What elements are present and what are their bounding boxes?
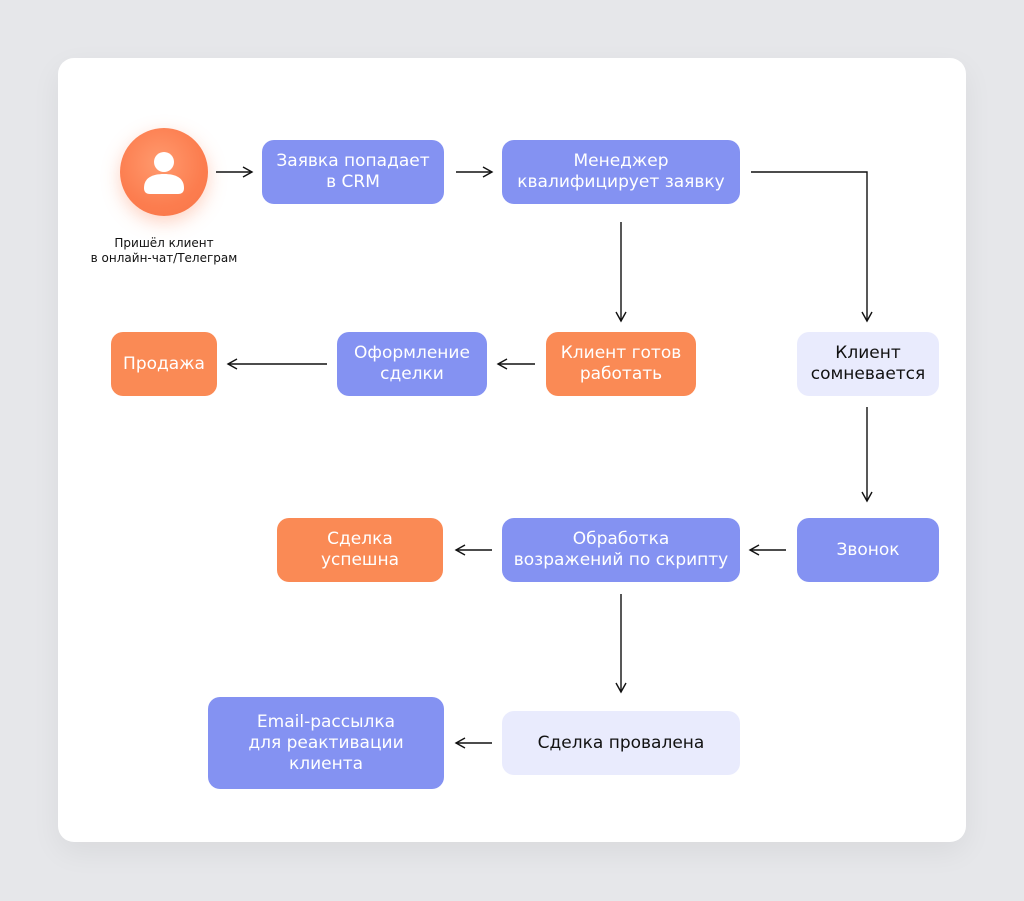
node-zayavka-crm: Заявка попадает в CRM bbox=[262, 140, 444, 204]
node-deal-failed: Сделка провалена bbox=[502, 711, 740, 775]
user-icon bbox=[144, 152, 184, 194]
client-avatar bbox=[120, 128, 208, 216]
node-deal-success: Сделка успешна bbox=[277, 518, 443, 582]
client-caption: Пришёл клиент в онлайн-чат/Телеграм bbox=[90, 236, 238, 265]
node-email-reactivation: Email-рассылка для реактивации клиента bbox=[208, 697, 444, 789]
node-zvonok: Звонок bbox=[797, 518, 939, 582]
node-client-ready: Клиент готов работать bbox=[546, 332, 696, 396]
node-oformlenie: Оформление сделки bbox=[337, 332, 487, 396]
node-obrabotka: Обработка возражений по скрипту bbox=[502, 518, 740, 582]
node-client-doubts: Клиент сомневается bbox=[797, 332, 939, 396]
node-prodazha: Продажа bbox=[111, 332, 217, 396]
node-manager-qualifies: Менеджер квалифицирует заявку bbox=[502, 140, 740, 204]
